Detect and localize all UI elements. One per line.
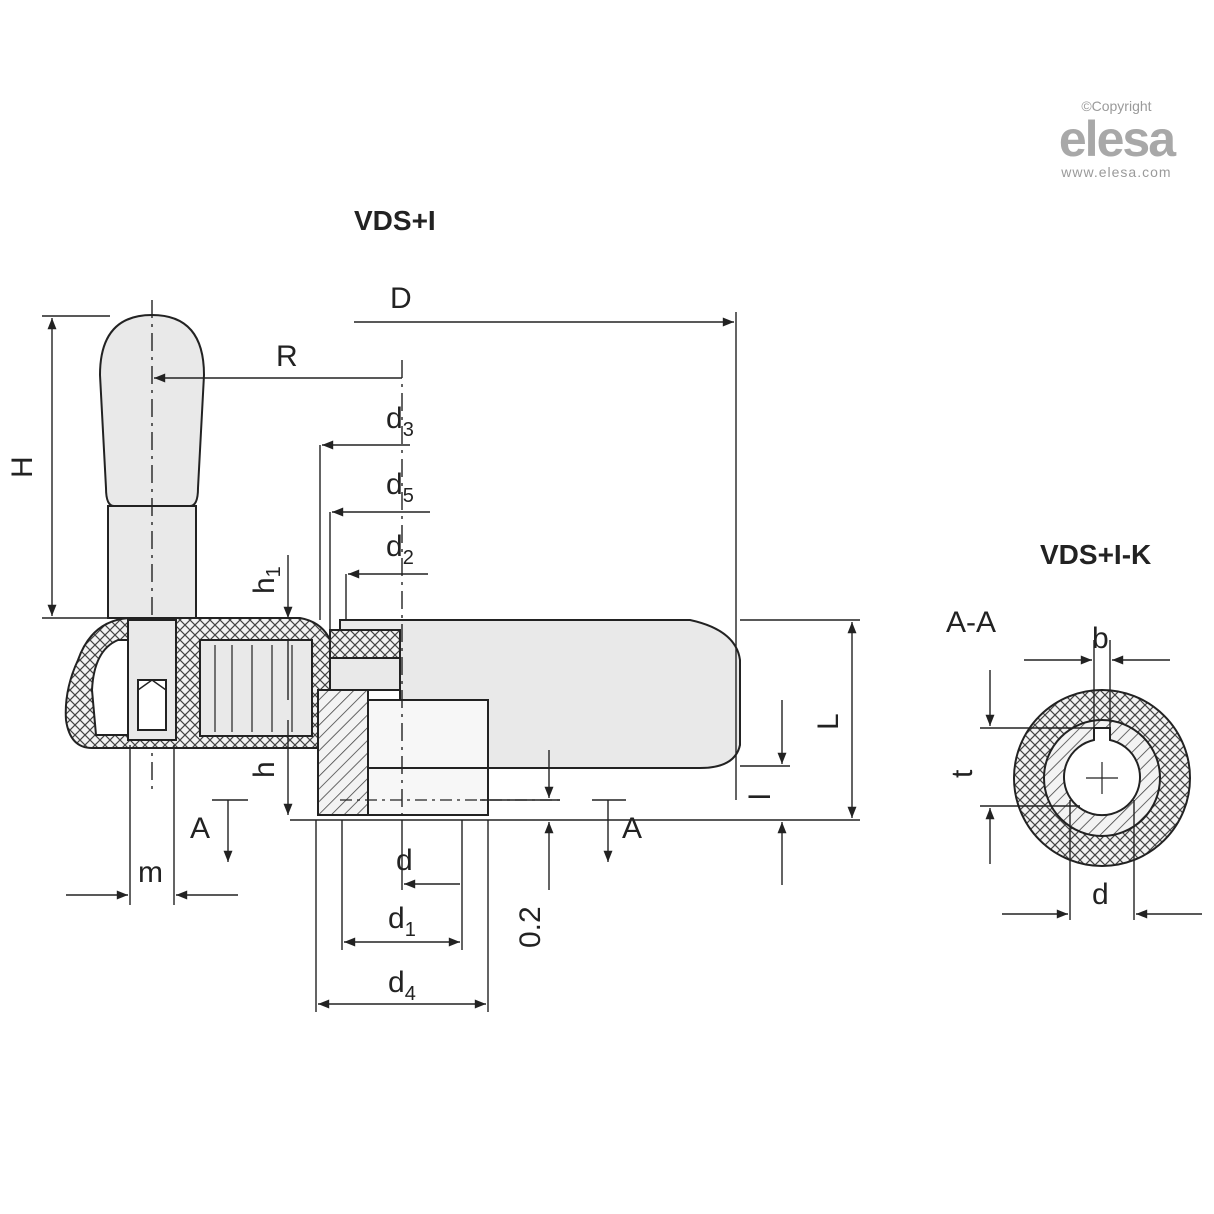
section-label: A-A (946, 606, 996, 639)
svg-text:h1: h1 (248, 566, 285, 594)
dim-d2: d (386, 530, 403, 563)
dim-d3: d (386, 402, 403, 435)
hub-top (329, 629, 401, 659)
svg-text:d3: d3 (386, 402, 414, 441)
dim-h: h (248, 761, 281, 778)
dim-R: R (276, 340, 298, 373)
dim-h1-sub: 1 (263, 566, 285, 577)
dim-d3-sub: 3 (403, 419, 414, 441)
dim-d5: d (386, 468, 403, 501)
dim-d4-sub: 4 (405, 983, 416, 1005)
dimension-lines (42, 312, 860, 1012)
hub-bore (367, 699, 489, 816)
dim-L: L (812, 713, 845, 730)
dim-m: m (138, 856, 163, 889)
svg-text:d1: d1 (388, 902, 416, 941)
section-view (980, 640, 1202, 920)
dim-D: D (390, 282, 412, 315)
copyright-logo: ©Copyright elesa www.elesa.com (1058, 98, 1176, 180)
svg-text:d4: d4 (388, 966, 416, 1005)
main-view (64, 300, 860, 821)
dim-b: b (1092, 622, 1109, 655)
dim-d5-sub: 5 (403, 485, 414, 507)
dim-H: H (6, 456, 39, 478)
hub-outer (317, 689, 369, 816)
dim-d1-sub: 1 (405, 919, 416, 941)
main-view-title: VDS+I (354, 205, 436, 236)
section-arrow-right: A (622, 812, 642, 845)
dim-d1: d (388, 902, 405, 935)
dim-t: t (946, 769, 979, 778)
dim-l: l (744, 793, 777, 800)
brand-url: www.elesa.com (1061, 164, 1172, 180)
section-view-title: VDS+I-K (1040, 539, 1151, 570)
dim-d2-sub: 2 (403, 547, 414, 569)
dim-d: d (396, 844, 413, 877)
dim-d4: d (388, 966, 405, 999)
dim-gap: 0.2 (514, 906, 547, 948)
svg-text:d5: d5 (386, 468, 414, 507)
copyright-notice: ©Copyright (1081, 98, 1152, 114)
dim-h1: h (248, 577, 281, 594)
svg-text:d2: d2 (386, 530, 414, 569)
brand-logo: elesa (1058, 111, 1176, 167)
dim-d-section: d (1092, 878, 1109, 911)
section-arrow-left: A (190, 812, 210, 845)
